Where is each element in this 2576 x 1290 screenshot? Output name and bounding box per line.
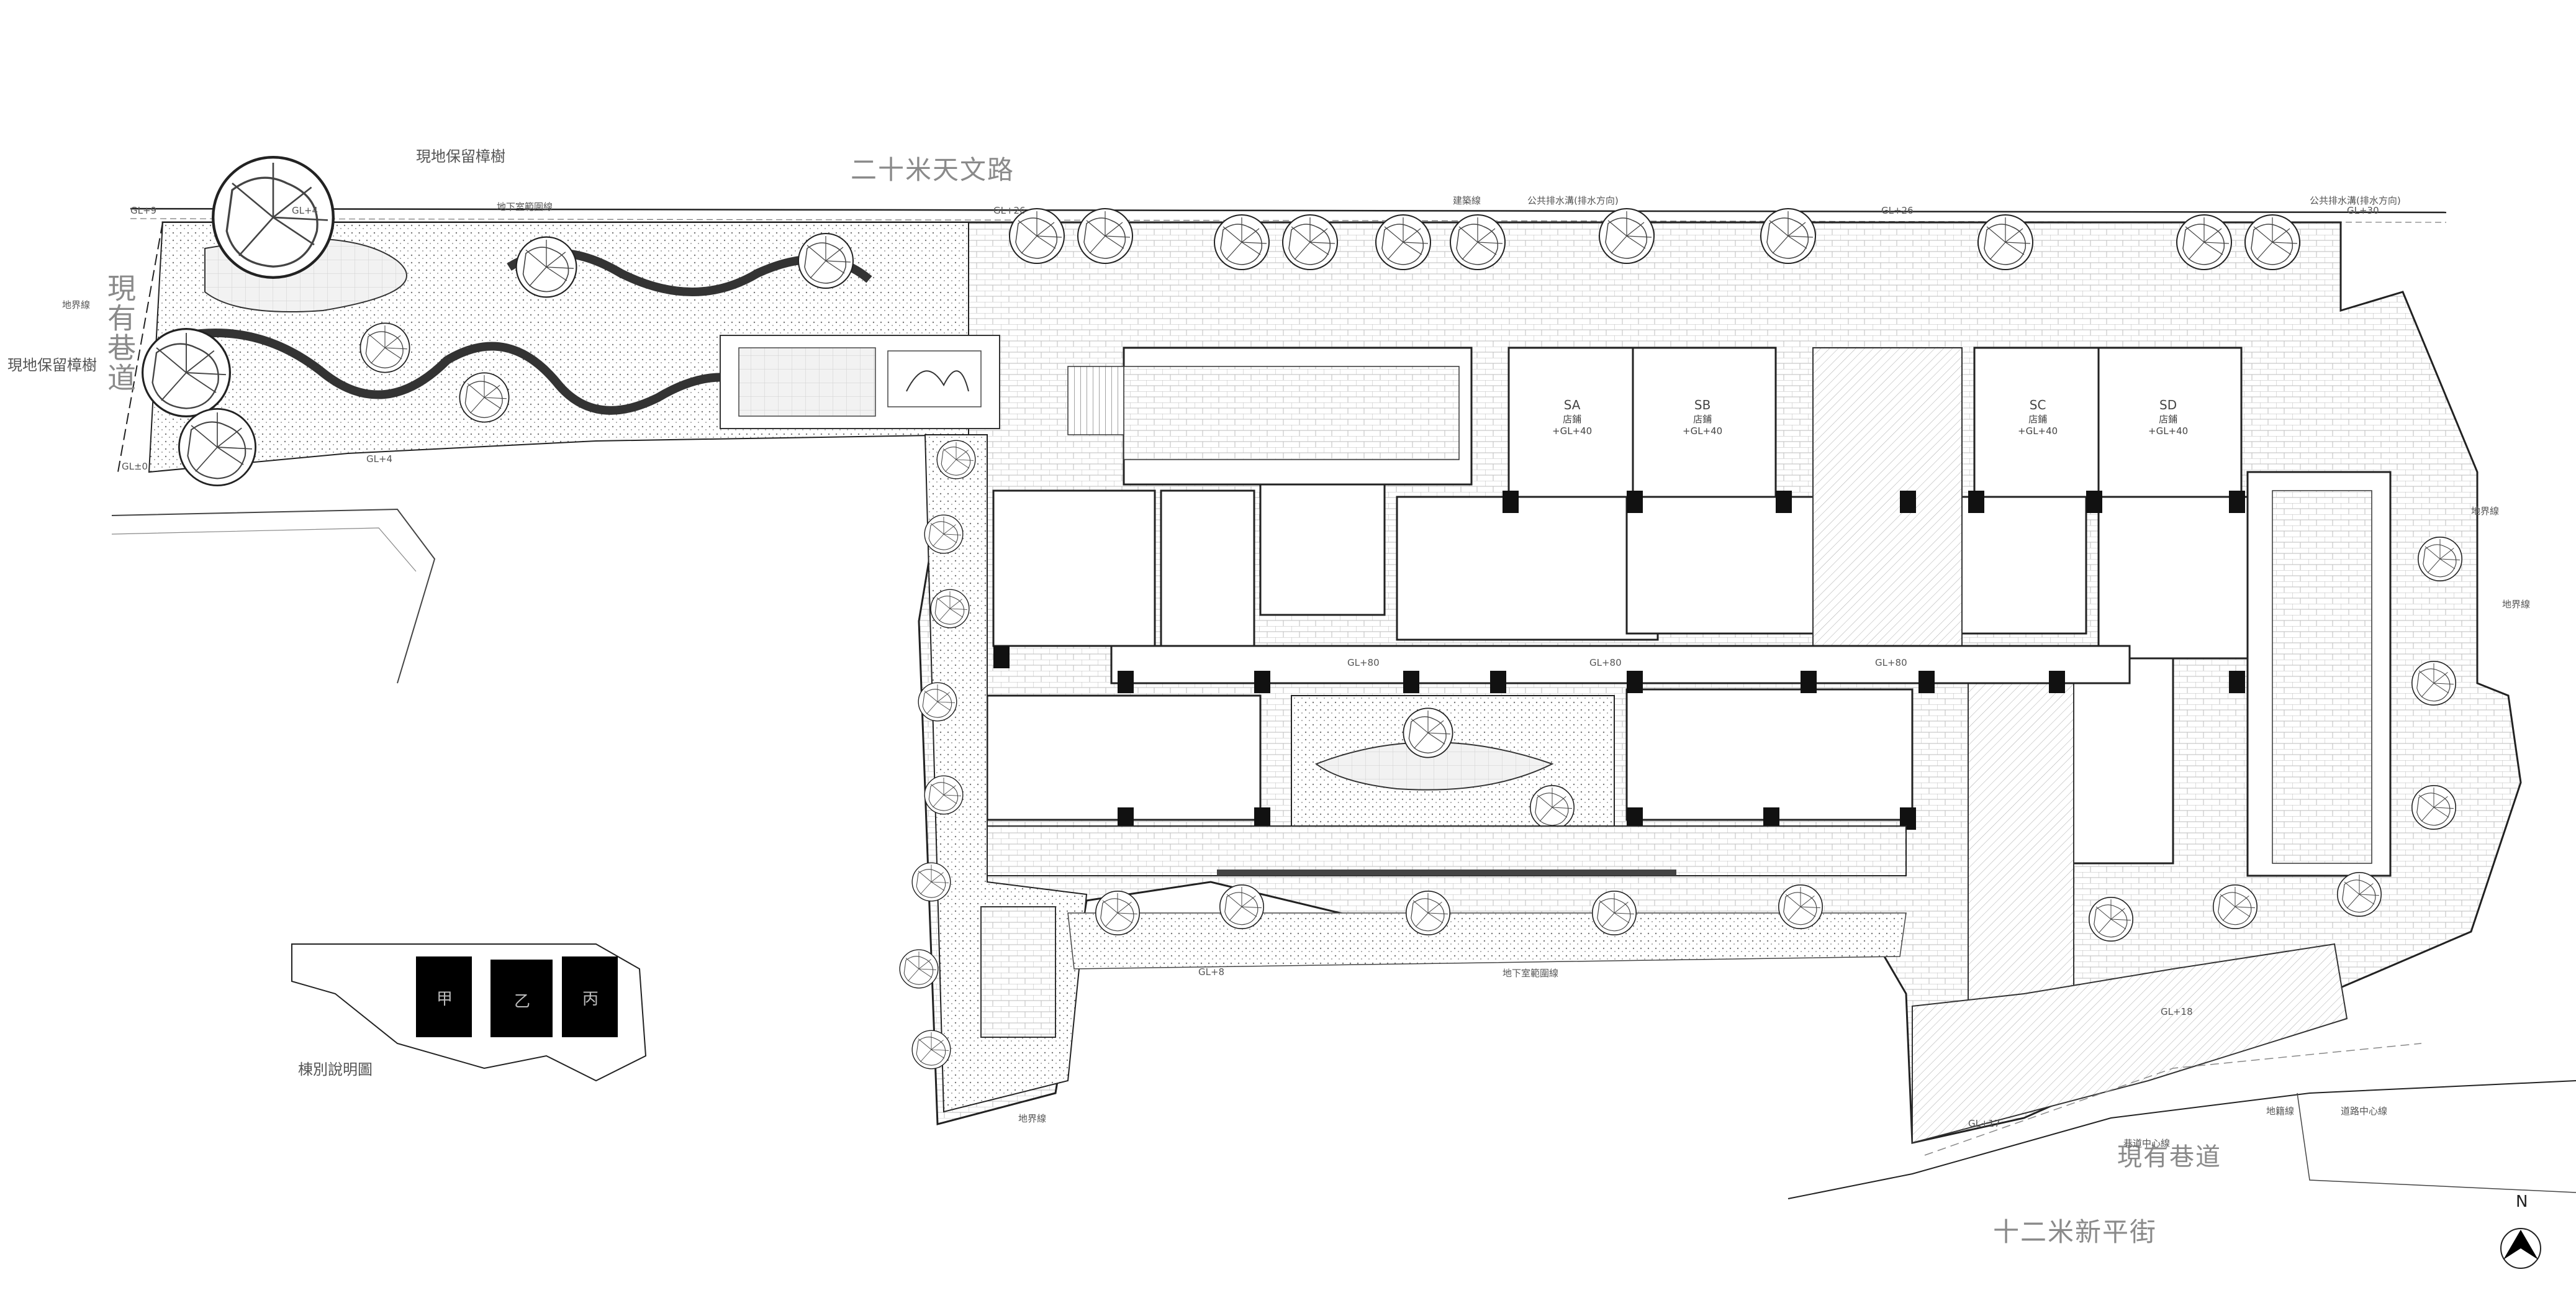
basement-line-label: 地下室範圍線: [497, 201, 553, 212]
main-corridor: [1110, 645, 2131, 684]
unit-sd: SD 店鋪 +GL+40: [2148, 397, 2189, 437]
north-arrow-icon: [2500, 1228, 2541, 1269]
block-label-bing: 丙: [582, 990, 599, 1009]
property-line-label: 地界線: [62, 299, 91, 311]
key-plan-caption: 棟別說明圖: [298, 1061, 373, 1078]
level-marker: GL+80: [1347, 657, 1380, 668]
level-marker: GL+18: [2161, 1006, 2193, 1017]
key-plan-outline: [291, 943, 647, 1082]
level-marker: GL+30: [2347, 205, 2379, 216]
level-marker: GL+17: [1968, 1118, 2000, 1129]
road-center-label: 道路中心線: [2341, 1106, 2388, 1117]
block-label-yi: 乙: [514, 992, 531, 1011]
property-line-label-east2: 地界線: [2502, 599, 2531, 610]
preserved-camphor-tree: [213, 157, 333, 278]
drainage-label: 公共排水溝(排水方向): [1527, 195, 1619, 206]
north-street-label: 二十米天文路: [851, 155, 1015, 185]
level-marker: GL+4: [366, 453, 393, 465]
block-label-jia: 甲: [436, 990, 453, 1009]
level-marker: GL+9: [130, 205, 157, 216]
level-marker: GL+80: [1589, 657, 1622, 668]
north-arrow-label: N: [2516, 1192, 2528, 1211]
unit-sc: SC 店鋪 +GL+40: [2018, 397, 2058, 437]
preserved-tree-label: 現地保留樟樹: [416, 148, 505, 165]
unit-sb: SB 店鋪 +GL+40: [1683, 397, 1723, 437]
level-marker: GL+4: [292, 205, 319, 216]
property-line-label-south: 地界線: [1018, 1113, 1047, 1124]
property-line-label-east: 地界線: [2471, 506, 2500, 517]
unit-sa: SA 店鋪 +GL+40: [1552, 397, 1593, 437]
basement-line-label-south: 地下室範圍線: [1503, 968, 1559, 979]
preserved-tree-label-west: 現地保留樟樹: [7, 357, 97, 374]
north-road-edge: [130, 207, 2447, 214]
level-marker: GL+26: [993, 205, 1026, 216]
building-line-label: 建築線: [1453, 195, 1481, 206]
level-marker: GL+8: [1198, 966, 1225, 978]
drainage-label-east: 公共排水溝(排水方向): [2310, 195, 2401, 206]
west-lane-label: 現有巷道: [103, 273, 137, 393]
lane-center-label: 巷道中心線: [2123, 1138, 2171, 1149]
level-marker: GL+80: [1875, 657, 1907, 668]
level-marker: GL±0: [122, 461, 148, 472]
level-marker: GL+26: [1881, 205, 1914, 216]
south-street-label: 十二米新平街: [1993, 1217, 2158, 1247]
lot-line-label: 地籍線: [2266, 1106, 2295, 1117]
south-lane-label: 現有巷道: [2117, 1143, 2221, 1171]
